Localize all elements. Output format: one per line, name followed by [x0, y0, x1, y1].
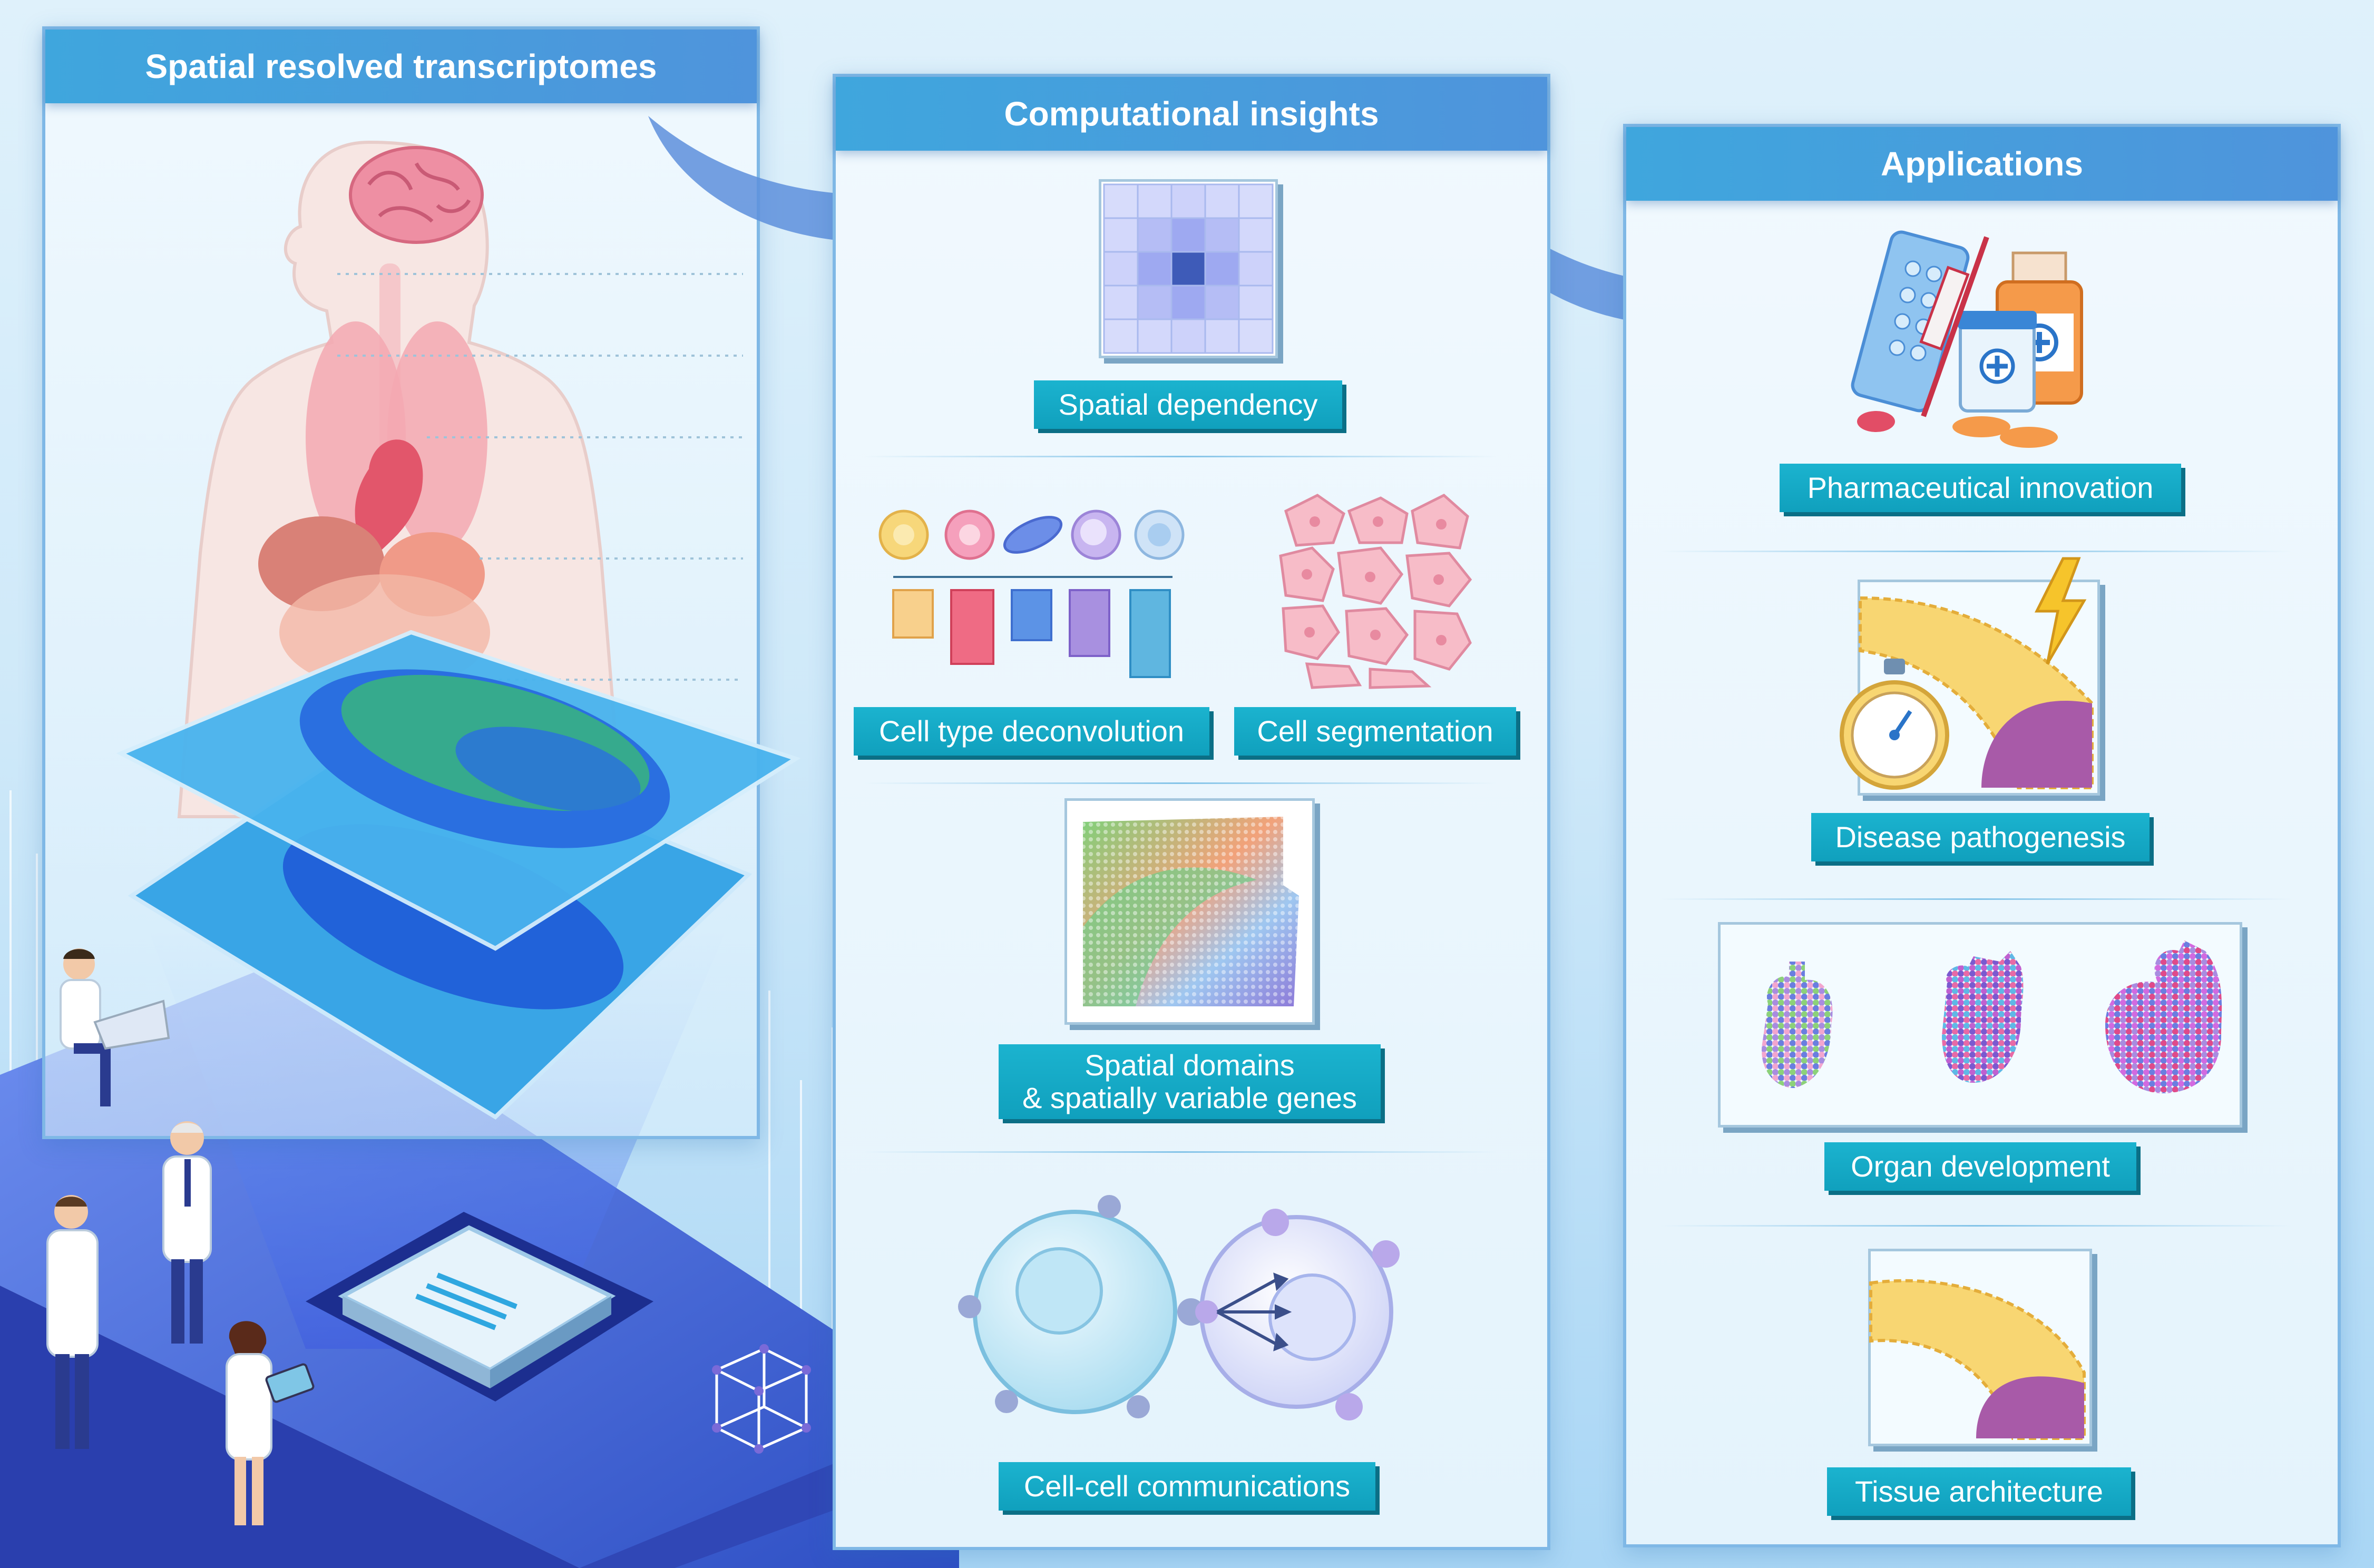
spatial-dependency-label: Spatial dependency — [1034, 380, 1342, 429]
bar-chart-icon — [892, 576, 1173, 678]
divider — [864, 456, 1497, 457]
heatmap-grid-icon — [1099, 179, 1278, 358]
lattice-icon — [712, 1344, 811, 1454]
scientist-icon — [46, 948, 315, 1525]
cell-type-deconvolution-label: Cell type deconvolution — [854, 707, 1209, 756]
pharmaceutical-innovation-label: Pharmaceutical innovation — [1780, 464, 2181, 512]
cell-communication-icon — [958, 1195, 1400, 1420]
spatial-domains-label: Spatial domains & spatially variable gen… — [999, 1044, 1381, 1119]
tissue-architecture-icon — [1868, 1249, 2092, 1446]
right-panel-title: Applications — [1626, 127, 2338, 201]
chip-icon — [306, 1212, 653, 1402]
cell-segmentation-icon — [1279, 494, 1472, 689]
spatial-domains-line1: Spatial domains — [1085, 1048, 1295, 1082]
spatial-domains-line2: & spatially variable genes — [1022, 1081, 1357, 1114]
divider — [1660, 551, 2292, 552]
cell-cell-communications-label: Cell-cell communications — [999, 1462, 1375, 1511]
cell-segmentation-label: Cell segmentation — [1234, 707, 1516, 756]
tissue-architecture-label: Tissue architecture — [1827, 1467, 2131, 1516]
divider — [1660, 1225, 2292, 1227]
lightning-icon — [2034, 557, 2087, 665]
organ-development-icon — [1718, 922, 2242, 1128]
cell-types-icon — [878, 509, 1185, 560]
organ-development-label: Organ development — [1824, 1142, 2136, 1191]
spatial-domain-map-icon — [1064, 798, 1315, 1025]
left-panel-title: Spatial resolved transcriptomes — [45, 30, 757, 103]
divider — [1660, 898, 2292, 900]
stopwatch-icon — [1840, 659, 1949, 790]
tissue-slide-icon — [116, 630, 801, 1120]
middle-panel-title: Computational insights — [836, 77, 1547, 151]
brain-icon — [349, 146, 484, 244]
disease-pathogenesis-label: Disease pathogenesis — [1811, 813, 2150, 861]
divider — [864, 782, 1497, 784]
human-body-icon — [177, 140, 624, 818]
medicine-icon — [1851, 230, 2083, 448]
divider — [864, 1151, 1497, 1153]
